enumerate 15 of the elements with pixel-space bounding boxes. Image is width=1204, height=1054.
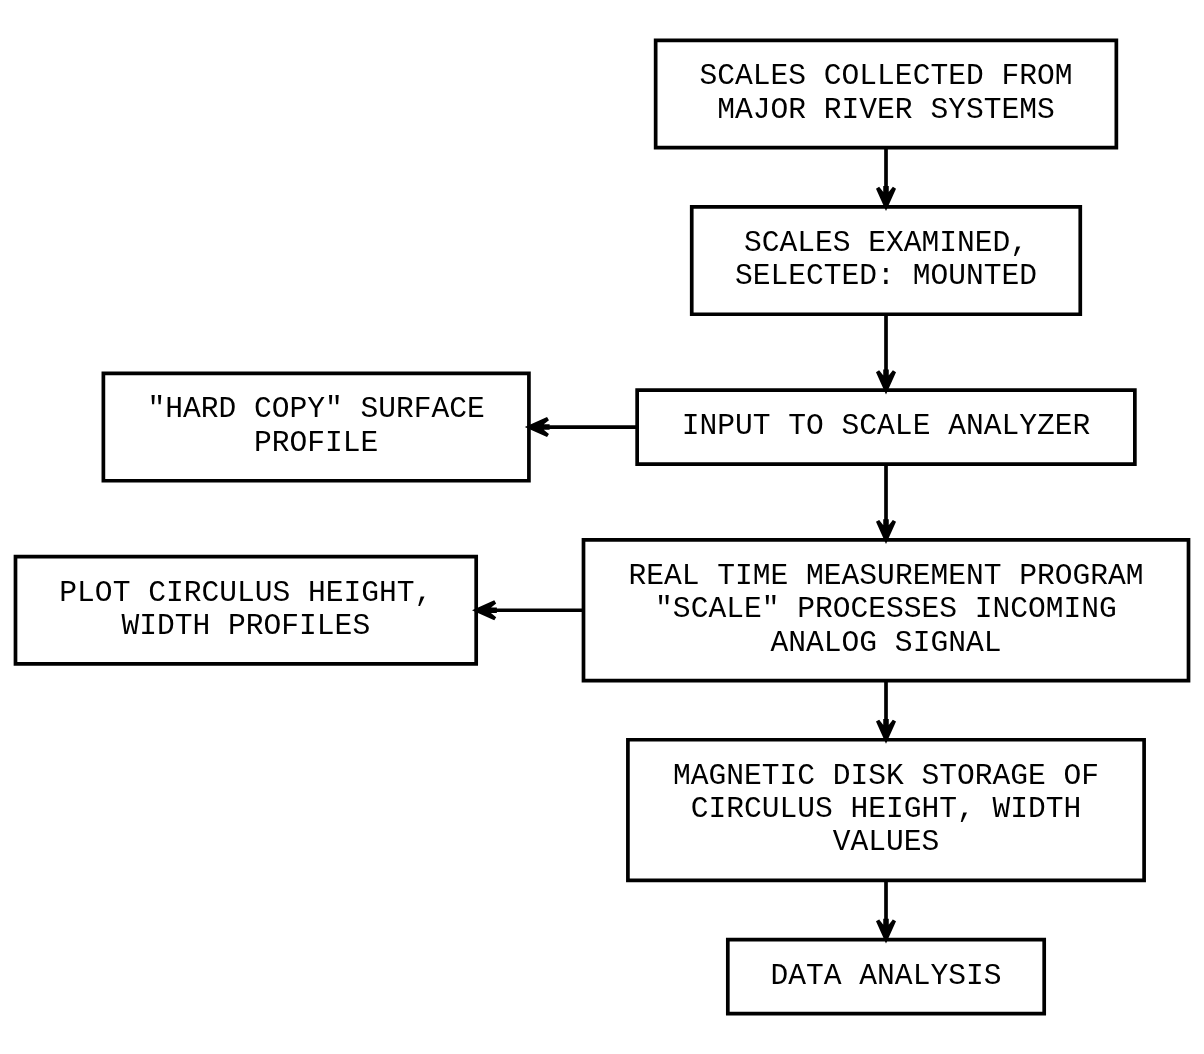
node-box: PLOT CIRCULUS HEIGHT, WIDTH PROFILES <box>13 554 479 666</box>
node-box: "HARD COPY" SURFACE PROFILE <box>101 371 531 483</box>
arrow <box>875 314 897 392</box>
node-box: SCALES EXAMINED, SELECTED: MOUNTED <box>689 205 1083 317</box>
arrow <box>875 464 897 542</box>
arrow <box>474 600 583 621</box>
arrow <box>875 148 897 209</box>
arrow <box>527 416 637 438</box>
node-box: SCALES COLLECTED FROM MAJOR RIVER SYSTEMS <box>653 38 1119 150</box>
arrow <box>875 680 897 742</box>
node-box: DATA ANALYSIS <box>725 937 1047 1016</box>
node-box: MAGNETIC DISK STORAGE OF CIRCULUS HEIGHT, WIDTH VALUES <box>626 737 1146 883</box>
arrow <box>875 880 897 941</box>
node-box: REAL TIME MEASUREMENT PROGRAM "SCALE" PROCESSES INCOMING ANALOG SIGNAL <box>581 538 1191 683</box>
node-box: INPUT TO SCALE ANALYZER <box>635 388 1137 466</box>
